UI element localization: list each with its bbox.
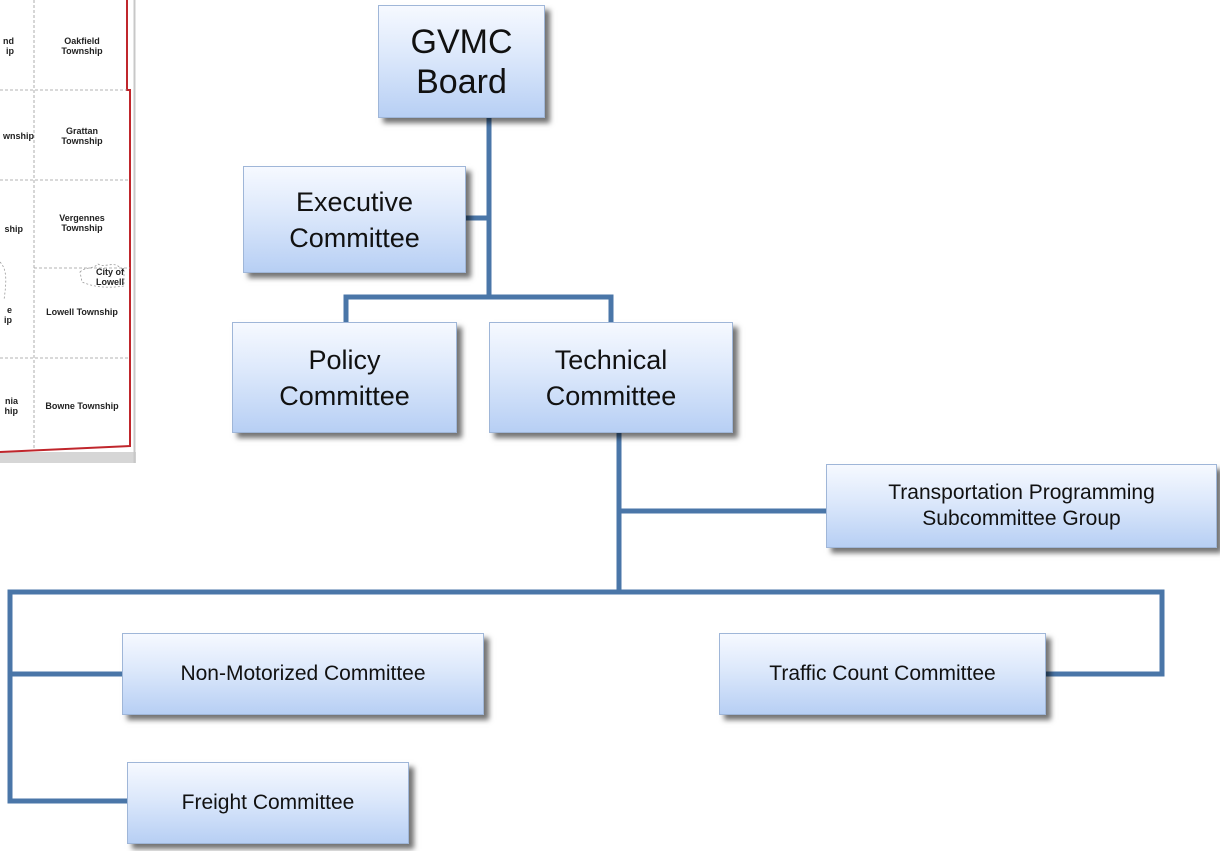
map-graphic [0,0,136,463]
non-motorized-committee-box: Non-Motorized Committee [122,633,484,715]
policy-committee-label: Policy Committee [279,344,410,411]
executive-committee-label: Executive Committee [289,186,420,253]
county-border [0,0,131,453]
transportation-programming-label: Transportation Programming Subcommittee … [888,481,1155,530]
policy-committee-box: Policy Committee [232,322,457,433]
map-label-vergennes: Vergennes Township [59,213,105,233]
traffic-count-committee-label: Traffic Count Committee [769,662,996,685]
gvmc-board-label: GVMC Board [410,22,513,101]
map-label-lowell-township: Lowell Township [46,307,118,317]
map-label-city-of-lowell: City of Lowell [95,267,124,287]
technical-committee-box: Technical Committee [489,322,733,433]
county-map-thumbnail: nd ip Oakfield Township wnship Grattan T… [0,0,136,463]
freight-committee-box: Freight Committee [127,762,409,844]
city-boundary [0,261,125,301]
map-label-bowne: Bowne Township [45,401,119,411]
map-label-partial-top: nd ip [3,36,14,56]
township-grid [0,0,130,450]
map-label-grattan: Grattan Township [61,126,103,146]
map-label-partial-nia: nia hip [4,396,19,416]
map-label-partial-e: e ip [4,305,12,325]
non-motorized-committee-label: Non-Motorized Committee [180,662,426,685]
traffic-count-committee-box: Traffic Count Committee [719,633,1046,715]
transportation-programming-box: Transportation Programming Subcommittee … [826,464,1217,548]
executive-committee-box: Executive Committee [243,166,466,273]
map-bottom-strip [0,452,136,463]
map-label-partial-mid: wnship [3,131,34,141]
map-label-partial-lower: ship [4,224,23,234]
technical-committee-label: Technical Committee [545,344,677,411]
connector-lines [7,115,1165,804]
freight-committee-label: Freight Committee [181,791,355,814]
map-label-oakfield: Oakfield Township [61,36,103,56]
gvmc-board-box: GVMC Board [378,5,545,118]
